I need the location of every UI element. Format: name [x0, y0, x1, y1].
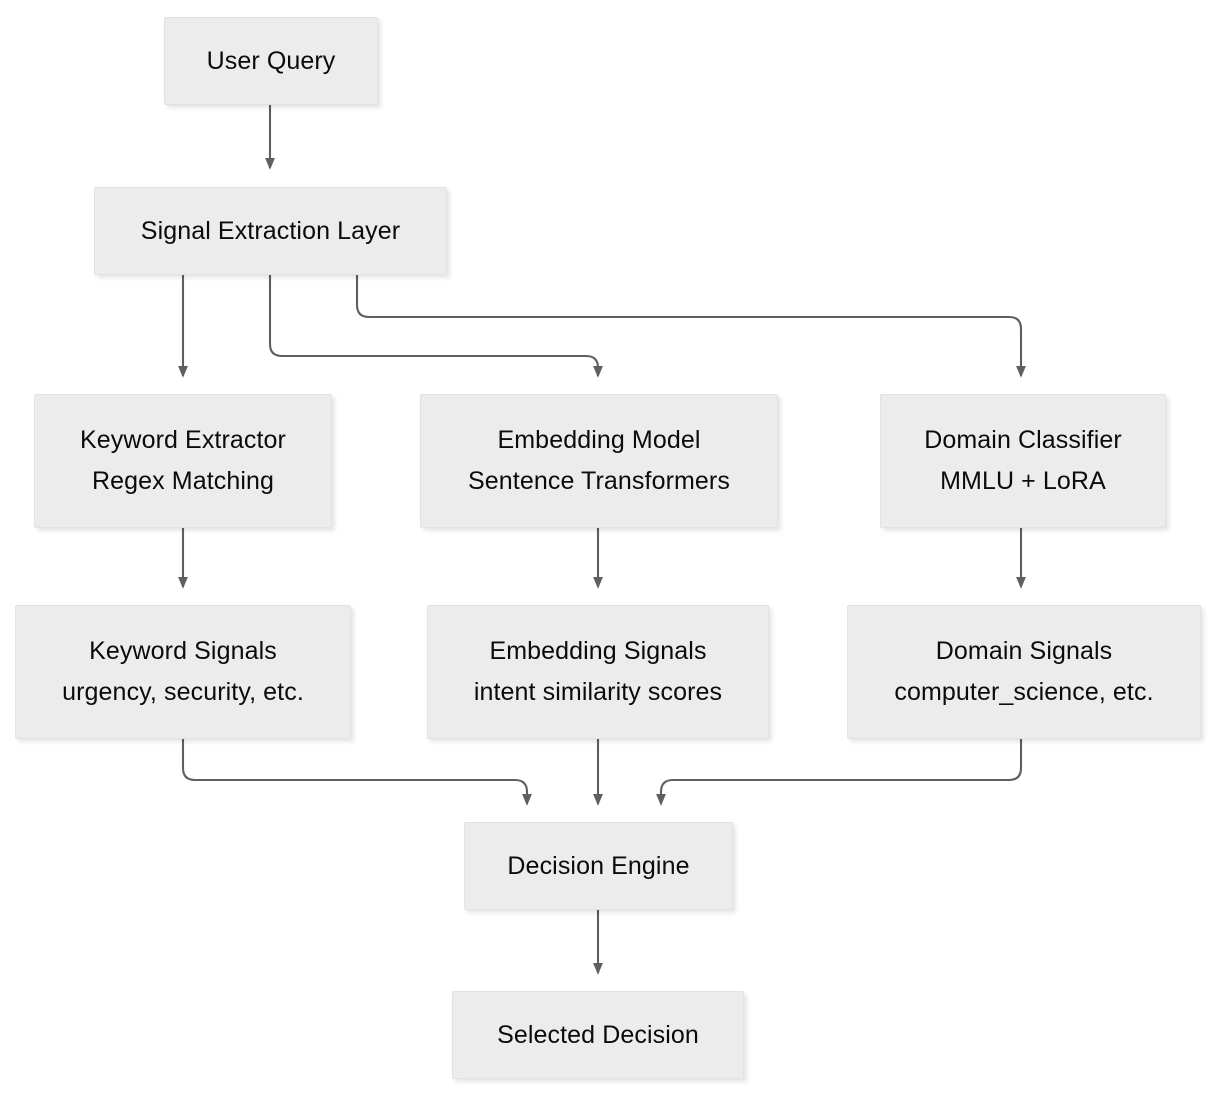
node-domain-classifier[interactable]: Domain Classifier MMLU + LoRA	[880, 394, 1166, 528]
node-label-line: Keyword Extractor	[80, 426, 286, 454]
node-signal-extraction-layer[interactable]: Signal Extraction Layer	[94, 187, 447, 275]
node-user-query[interactable]: User Query	[164, 17, 378, 105]
node-label-line: User Query	[206, 46, 336, 75]
node-selected-decision[interactable]: Selected Decision	[452, 991, 744, 1079]
edge-domain-signals-to-decision-engine	[656, 739, 1023, 806]
node-label-subline: Sentence Transformers	[468, 467, 730, 495]
edge-signal-extraction-layer-to-embedding-model	[268, 275, 603, 378]
node-label-subline: MMLU + LoRA	[940, 467, 1106, 495]
node-keyword-extractor[interactable]: Keyword Extractor Regex Matching	[34, 394, 332, 528]
node-domain-signals[interactable]: Domain Signals computer_science, etc.	[847, 605, 1201, 739]
node-keyword-signals[interactable]: Keyword Signals urgency, security, etc.	[15, 605, 351, 739]
node-label-subline: intent similarity scores	[473, 678, 723, 706]
node-label-line: Embedding Signals	[489, 637, 707, 665]
node-label-line: Keyword Signals	[89, 637, 277, 665]
node-label-line: Embedding Model	[497, 426, 701, 454]
node-label-line: Signal Extraction Layer	[140, 216, 401, 245]
node-label-subline: Regex Matching	[91, 467, 275, 495]
edge-keyword-signals-to-decision-engine	[181, 739, 532, 806]
node-label-subline: urgency, security, etc.	[62, 678, 304, 706]
node-label-line: Domain Classifier	[924, 426, 1122, 454]
node-embedding-model[interactable]: Embedding Model Sentence Transformers	[420, 394, 778, 528]
node-label-line: Selected Decision	[497, 1020, 699, 1049]
node-decision-engine[interactable]: Decision Engine	[464, 822, 733, 910]
node-embedding-signals[interactable]: Embedding Signals intent similarity scor…	[427, 605, 769, 739]
edge-signal-extraction-layer-to-domain-classifier	[355, 275, 1026, 378]
node-label-subline: computer_science, etc.	[894, 678, 1154, 706]
node-label-line: Decision Engine	[507, 851, 690, 880]
node-label-line: Domain Signals	[935, 637, 1113, 665]
